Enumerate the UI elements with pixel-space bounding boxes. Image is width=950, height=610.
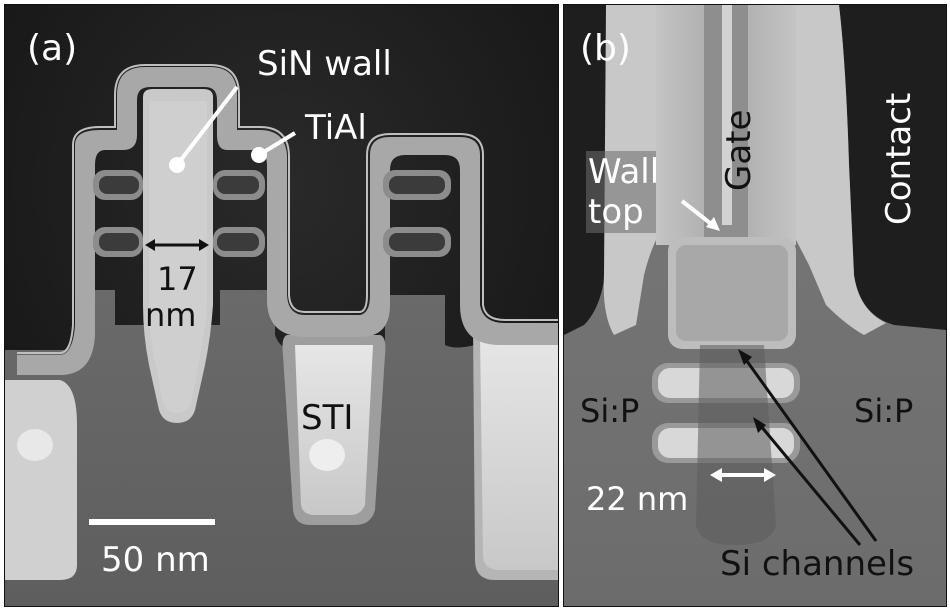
panel-a-tem-image: (a) SiN wall TiAl 17 nm STI 50 nm: [4, 4, 559, 607]
scale-bar-label: 50 nm: [101, 540, 210, 580]
sti-label: STI: [301, 398, 354, 438]
panel-b-tag: (b): [580, 28, 631, 69]
wall-top-label-line2: top: [588, 192, 644, 232]
sin-wall-label: SiN wall: [257, 44, 392, 84]
scale-bar: [89, 519, 215, 525]
tial-marker: [251, 147, 267, 163]
width-17nm-arrow: [145, 239, 209, 251]
wall-top-label-line1: Wall: [588, 152, 660, 192]
si-channels-label: Si channels: [720, 544, 915, 584]
sip-left-label: Si:P: [580, 392, 640, 430]
si-channels-arrows: [738, 349, 878, 546]
sip-right-label: Si:P: [854, 392, 914, 430]
panel-a-micrograph: [5, 5, 558, 606]
tial-label: TiAl: [305, 108, 367, 148]
width-unit-label: nm: [145, 296, 197, 334]
wall-top-label-box: [586, 151, 656, 233]
width-22nm-label: 22 nm: [586, 480, 689, 518]
panel-a-tag: (a): [27, 28, 78, 69]
gate-label: Gate: [719, 109, 759, 191]
width-22nm-arrow: [710, 468, 776, 482]
contact-label: Contact: [879, 92, 919, 225]
sin-wall-marker: [169, 157, 185, 173]
width-value-label: 17: [157, 260, 198, 298]
panel-b-tem-image: (b) Gate Contact Wall top Si:P Si:P 22 n…: [563, 4, 947, 607]
